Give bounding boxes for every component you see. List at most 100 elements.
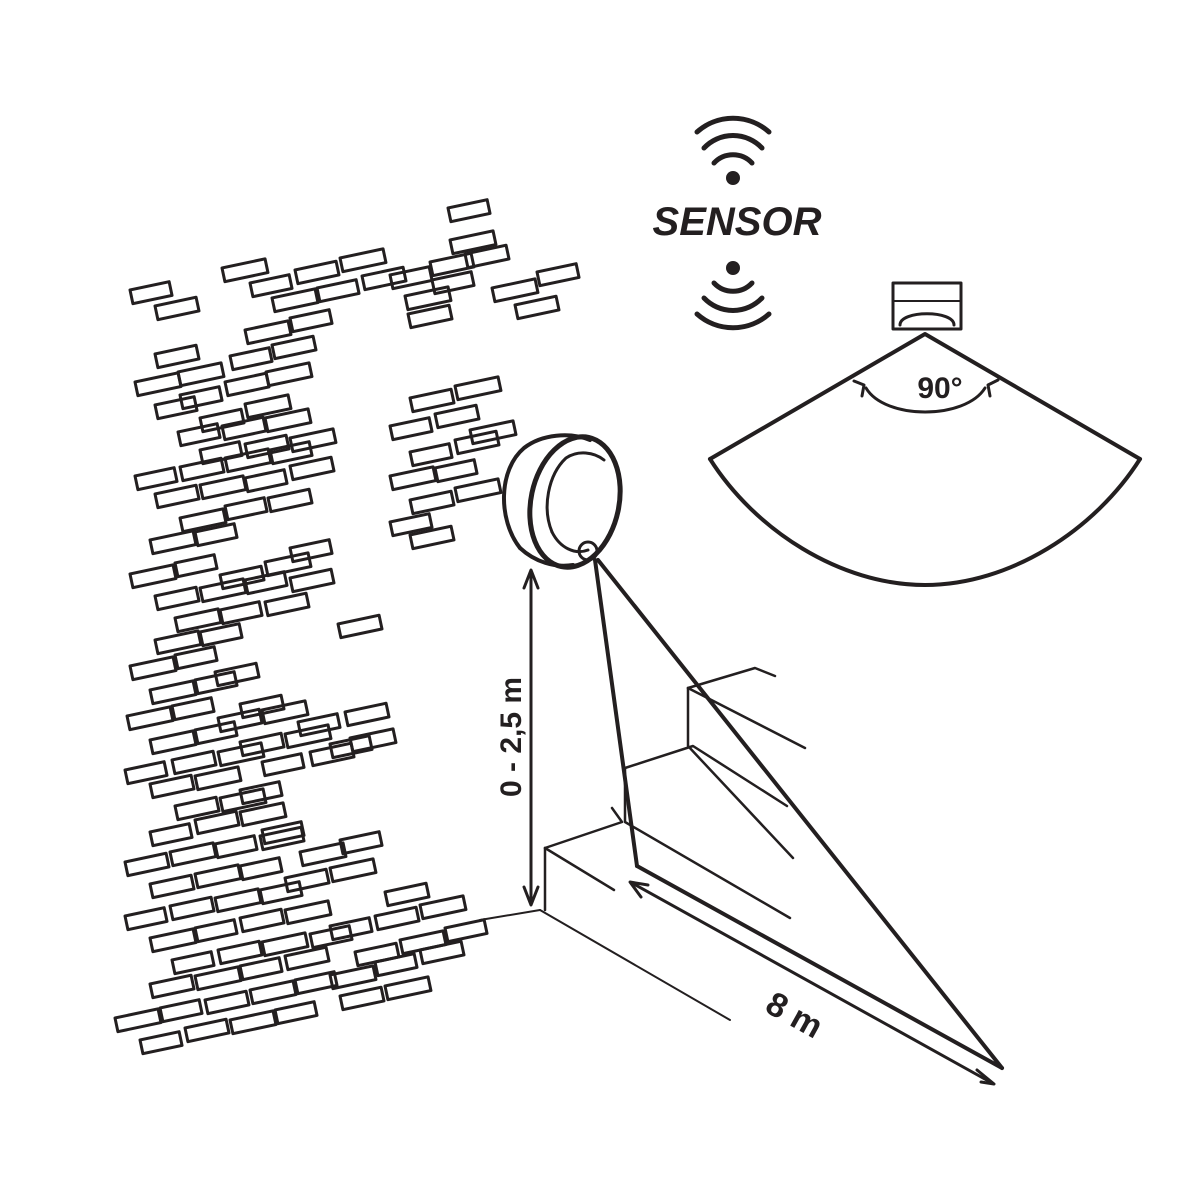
brick [128,655,178,682]
brick [263,407,313,434]
brick [338,985,386,1012]
brick [383,975,433,1002]
brick [148,873,196,900]
brick [283,723,333,750]
brick [148,729,198,756]
detection-cone [593,558,1004,1070]
brick [408,524,456,551]
brick [173,645,219,671]
brick [238,956,284,982]
brick [260,752,306,778]
brick [428,251,476,278]
brick [288,455,336,482]
brick [463,243,511,270]
brick [343,701,391,728]
brick [203,989,251,1016]
brick [328,857,378,884]
brick [198,577,248,604]
brick [535,262,581,288]
distance-label: 8 m [759,985,829,1047]
brick [178,456,226,483]
brick [408,387,456,414]
brick [148,529,198,556]
brick [288,567,336,594]
brick [283,945,331,972]
motion-sensor-icon [891,281,963,331]
brick [453,429,501,456]
brick [328,964,378,991]
brick [273,1000,319,1026]
brick [268,440,314,466]
brick [170,749,218,776]
brick [258,825,306,852]
brick [133,371,183,398]
sensor-label: SENSOR [653,200,822,244]
brick [408,489,456,516]
brick [408,442,454,468]
brick [338,247,388,274]
brick [216,939,264,966]
brick [113,1007,163,1034]
brick [148,679,198,706]
brick [228,346,274,372]
brick [243,570,289,596]
stair-icon [543,666,807,920]
brick [248,979,298,1006]
brick [133,466,179,492]
brick [288,308,334,334]
brick-wall-icon [113,198,581,1056]
brick [238,907,286,934]
brick [176,361,226,388]
distance-arrow [628,880,996,1086]
brick [153,483,201,510]
brick [193,965,243,992]
brick [223,447,273,474]
brick [283,899,333,926]
brick [193,670,239,696]
brick [148,773,196,800]
brick [193,720,239,746]
brick [288,427,338,454]
brick [198,622,244,648]
brick [260,931,310,958]
brick [176,422,222,448]
brick [296,712,342,738]
brick [315,278,361,304]
brick [388,416,434,442]
brick [373,952,419,978]
brick [218,787,268,814]
brick [418,939,466,966]
brick [138,1030,184,1056]
brick [388,265,434,291]
sensor-lamp-icon [502,433,623,570]
brick [148,927,198,954]
brick [198,474,248,501]
brick [153,295,201,322]
wifi-signal-icon [694,115,772,331]
angle-label: 90° [917,372,962,405]
brick [170,950,216,976]
brick [373,905,421,932]
brick [228,1009,278,1036]
brick [248,273,294,299]
brick [123,760,169,786]
brick [308,924,354,950]
brick [270,334,318,361]
brick [453,477,503,504]
brick [283,867,331,894]
brick [170,696,216,722]
brick [263,551,313,578]
brick [183,1017,231,1044]
brick [193,765,243,792]
brick [270,287,320,314]
brick [264,361,314,388]
brick [238,856,284,882]
brick [213,661,261,688]
floor-lines [479,909,731,1021]
brick [220,415,268,442]
brick [243,319,293,346]
brick [238,780,284,806]
brick [446,198,492,224]
brick [293,259,341,286]
height-label: 0 - 2,5 m [495,677,528,797]
